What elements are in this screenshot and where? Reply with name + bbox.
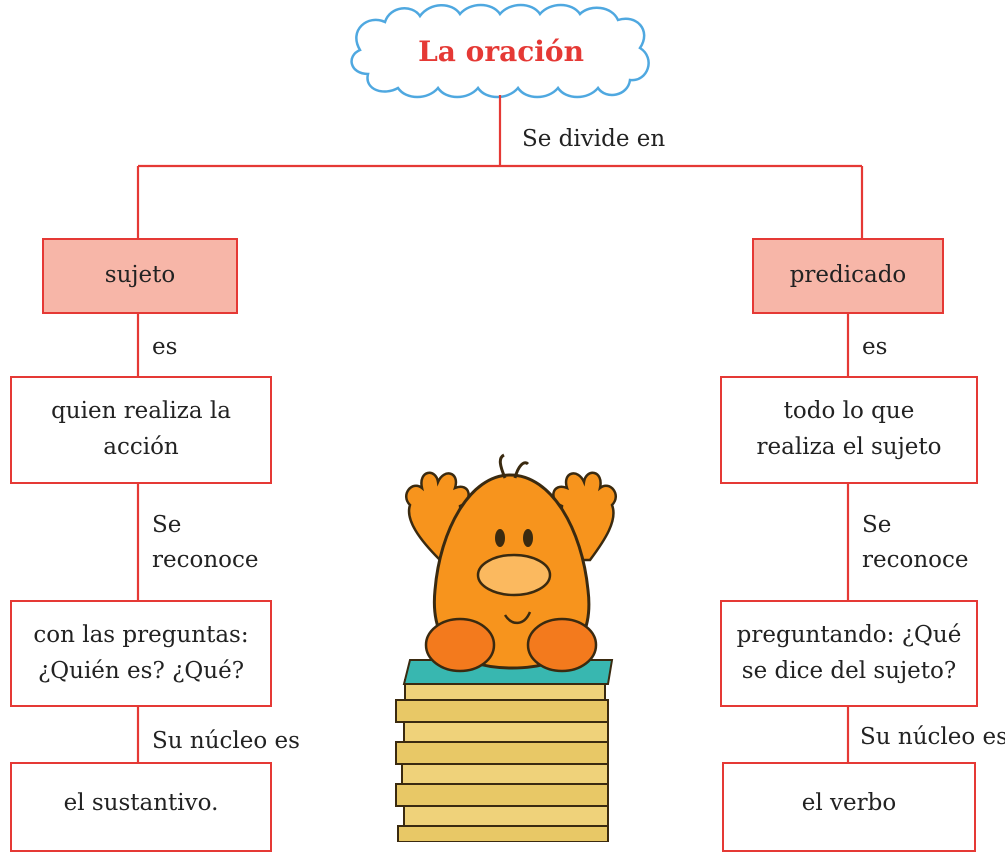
predicate-question-node: preguntando: ¿Qué se dice del sujeto? [720,600,978,707]
predicate-relation-nucleus: Su núcleo es [860,724,1005,750]
predicate-node: predicado [752,238,944,314]
subject-node: sujeto [42,238,238,314]
title-cloud [350,3,650,99]
subject-nucleus-node: el sustantivo. [10,762,272,852]
mascot-illustration [395,453,617,842]
predicate-relation-is: es [862,334,888,360]
connector-label-top: Se divide en [522,126,666,152]
books-stack [395,659,614,842]
predicate-definition-node: todo lo que realiza el sujeto [720,376,978,484]
predicate-nucleus-node: el verbo [722,762,976,852]
subject-relation-is: es [152,334,178,360]
predicate-relation-recognized: Se reconoce [862,512,969,573]
subject-relation-nucleus: Su núcleo es [152,728,300,754]
subject-relation-recognized: Se reconoce [152,512,259,573]
diagram-title: La oración [418,34,584,68]
subject-definition-node: quien realiza la acción [10,376,272,484]
subject-question-node: con las preguntas: ¿Quién es? ¿Qué? [10,600,272,707]
